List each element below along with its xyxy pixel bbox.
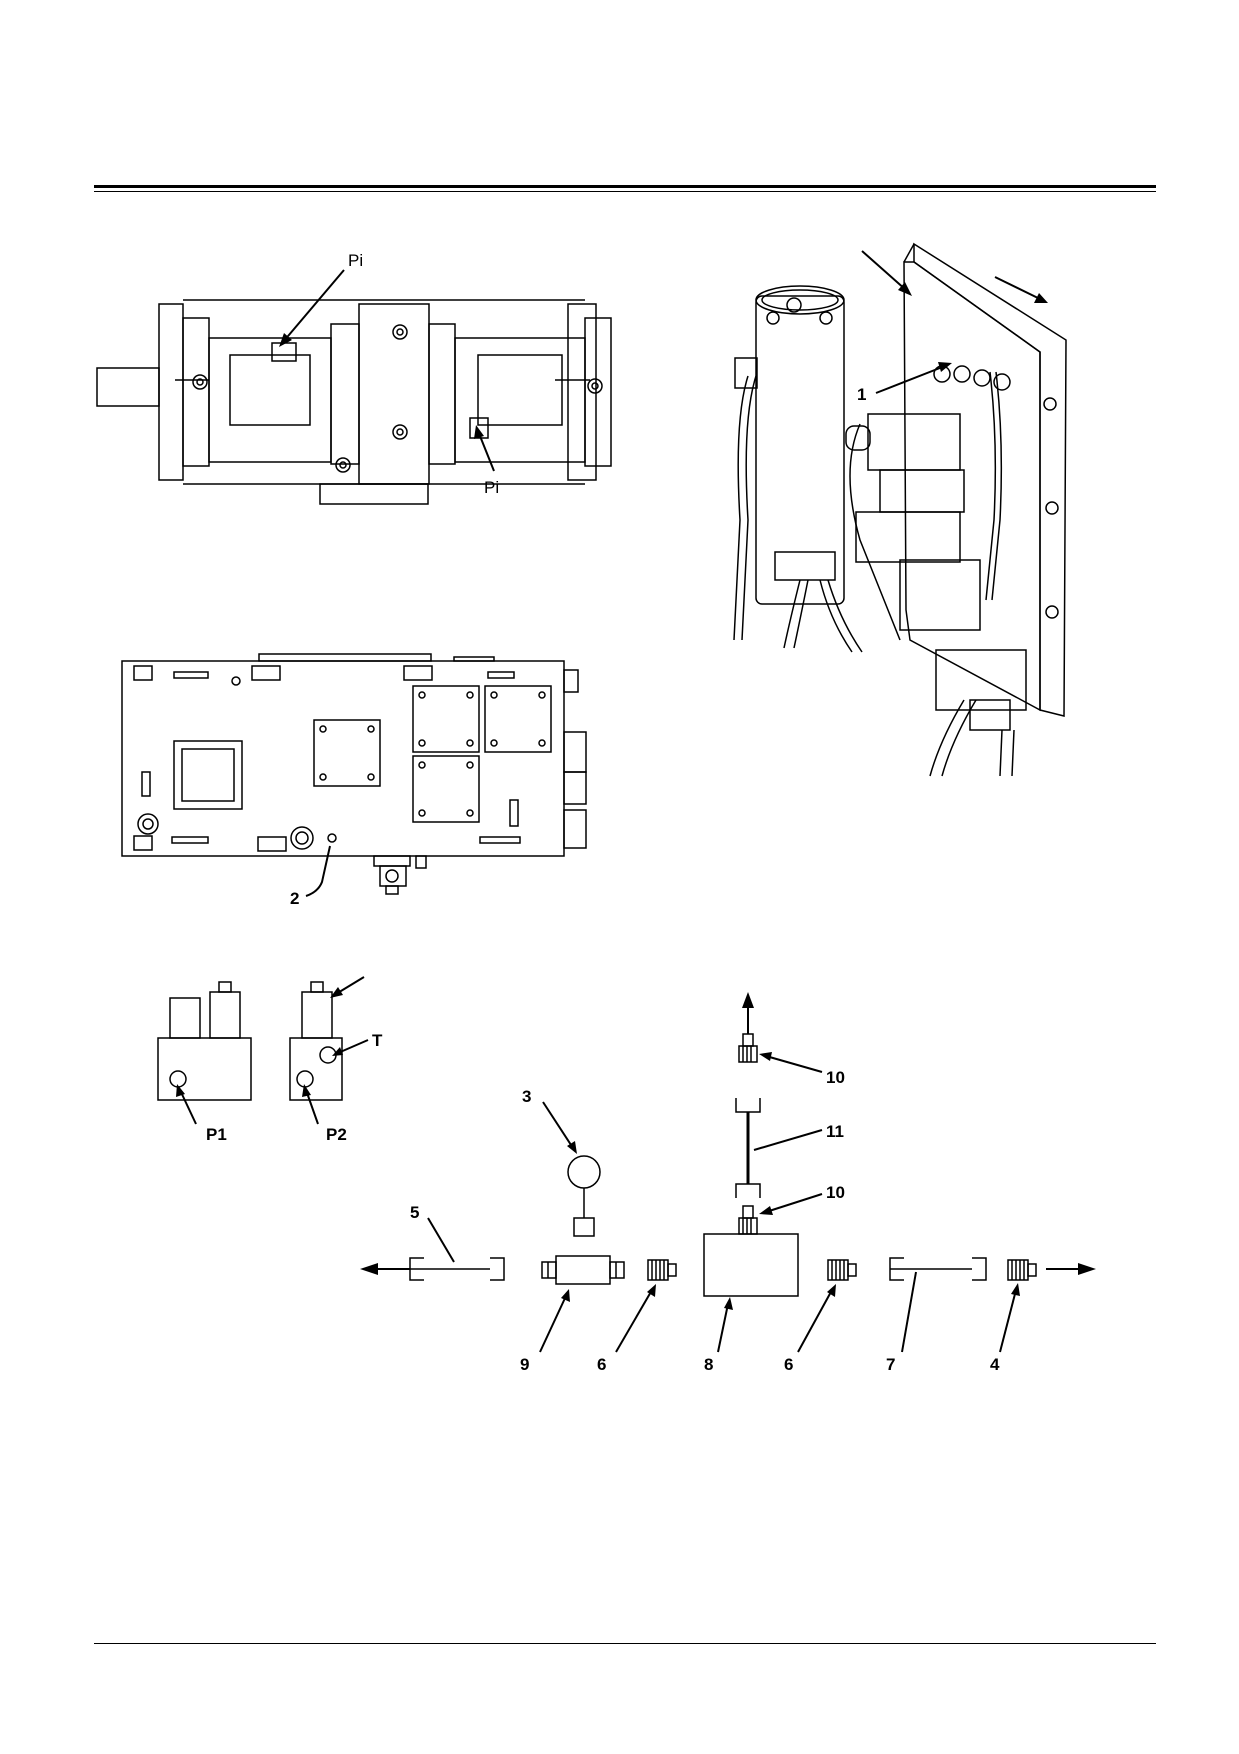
callout-1-leader (875, 362, 952, 394)
control-valve-drawing (121, 653, 587, 895)
callout-10-upper: 10 (826, 1068, 845, 1087)
callout-pi-lower: Pi (484, 478, 499, 497)
callout-6-left: 6 (597, 1355, 606, 1374)
port-block-left (157, 981, 252, 1101)
sensor-3 (567, 1155, 601, 1237)
outlet-arrow (994, 276, 1048, 303)
adapter-4 (1007, 1259, 1096, 1281)
callout-9: 9 (520, 1355, 529, 1374)
adapter-10-lower (738, 1205, 758, 1235)
leader-8 (717, 1297, 733, 1353)
pump-drawing (96, 299, 612, 505)
hose-5 (409, 1257, 505, 1281)
callout-7: 7 (886, 1355, 895, 1374)
adapter-6-left (647, 1259, 677, 1281)
leader-3 (542, 1101, 577, 1154)
pi-leader-lower (474, 425, 495, 472)
header-rule (94, 185, 1156, 188)
hose-11 (735, 1098, 761, 1198)
callout-p2: P2 (326, 1125, 347, 1144)
leader-4 (999, 1283, 1020, 1353)
block-inlet-arrow (330, 976, 365, 998)
callout-pi-upper: Pi (348, 251, 363, 270)
header-rule-thin (94, 191, 1156, 192)
callout-10-lower: 10 (826, 1183, 845, 1202)
leader-10-upper (759, 1052, 823, 1073)
callout-2: 2 (290, 889, 299, 908)
callout-2-leader (305, 845, 331, 897)
leader-5 (427, 1217, 455, 1263)
leader-10-lower (759, 1193, 823, 1215)
leader-6-right (797, 1284, 836, 1353)
leader-11 (753, 1129, 823, 1151)
callout-t: T (372, 1031, 383, 1050)
left-flow-arrow (360, 1263, 410, 1275)
callout-6-right: 6 (784, 1355, 793, 1374)
fitting-9 (541, 1255, 625, 1285)
manifold-drawing (733, 242, 1067, 777)
callout-t-leader (332, 1039, 369, 1056)
callout-11: 11 (826, 1122, 844, 1141)
leader-9 (539, 1289, 570, 1353)
pi-leader-upper (279, 269, 345, 347)
footer-rule (94, 1643, 1156, 1644)
callout-8: 8 (704, 1355, 713, 1374)
callout-3: 3 (522, 1087, 531, 1106)
leader-7 (901, 1271, 917, 1353)
block-8 (703, 1233, 799, 1297)
hose-7 (889, 1257, 987, 1281)
callout-4: 4 (990, 1355, 1000, 1374)
callout-p1: P1 (206, 1125, 227, 1144)
callout-p1-leader (176, 1084, 197, 1125)
callout-p2-leader (302, 1084, 319, 1125)
port-block-right (289, 981, 343, 1101)
inlet-arrow (861, 250, 912, 296)
callout-1: 1 (857, 385, 866, 404)
callout-5: 5 (410, 1203, 419, 1222)
adapter-6-right (827, 1259, 857, 1281)
leader-6-left (615, 1284, 656, 1353)
adapter-10-upper (738, 992, 758, 1063)
